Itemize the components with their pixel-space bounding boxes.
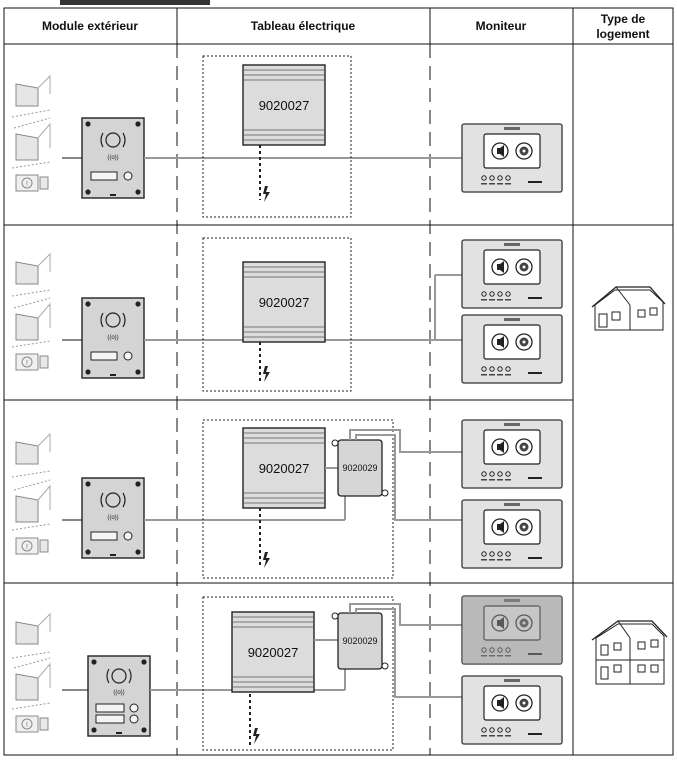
video-monitor-icon (461, 314, 563, 384)
power-supply-code: 9020027 (259, 98, 310, 113)
door-panel-icon (87, 655, 151, 737)
header-electrical-board: Tableau électrique (251, 19, 356, 33)
house-icon (591, 286, 666, 331)
lightning-icon (263, 366, 270, 382)
double-gate-icon (13, 657, 51, 701)
header-outdoor-module: Module extérieur (42, 19, 138, 33)
video-monitor-icon (461, 239, 563, 309)
header-housing-type-line1: Type de (601, 12, 646, 26)
monitor-shade (462, 596, 562, 664)
row-4: 9020027 9020029 (11, 595, 563, 751)
door-lock-icon (15, 715, 49, 733)
lightning-icon (263, 552, 270, 568)
table-frame (3, 7, 674, 756)
door-panel-icon (81, 477, 145, 559)
power-supply-code: 9020027 (259, 461, 310, 476)
distributor-code: 9020029 (342, 463, 377, 473)
gate-icon (15, 75, 51, 107)
gate-icon (15, 433, 51, 465)
row-1: 9020027 (11, 55, 563, 218)
gate-icon (15, 613, 51, 645)
row-3: 9020027 9020029 (11, 419, 563, 579)
cropped-title (60, 0, 210, 5)
double-gate-icon (13, 297, 51, 341)
video-monitor-dark-icon (461, 595, 563, 665)
video-monitor-icon (461, 123, 563, 193)
distributor-code: 9020029 (342, 636, 377, 646)
door-lock-icon (15, 174, 49, 192)
power-box-outline (202, 55, 352, 218)
power-box-outline (202, 237, 352, 392)
double-gate-icon (13, 117, 51, 161)
header-monitor: Moniteur (476, 19, 527, 33)
door-panel-icon (81, 297, 145, 379)
power-supply-code: 9020027 (248, 645, 299, 660)
power-box-outline (202, 419, 394, 579)
power-supply-code: 9020027 (259, 295, 310, 310)
lightning-icon (253, 728, 260, 744)
header-housing-type-line2: logement (596, 27, 649, 41)
video-monitor-icon (461, 499, 563, 569)
door-lock-icon (15, 353, 49, 371)
video-monitor-icon (461, 419, 563, 489)
door-panel-icon (81, 117, 145, 199)
power-box-outline (202, 596, 394, 751)
lightning-icon (263, 186, 270, 202)
gate-icon (15, 253, 51, 285)
door-lock-icon (15, 537, 49, 555)
apartment-building-icon (591, 620, 668, 685)
row-2: 9020027 (11, 237, 563, 392)
video-monitor-icon (461, 675, 563, 745)
double-gate-icon (13, 479, 51, 523)
